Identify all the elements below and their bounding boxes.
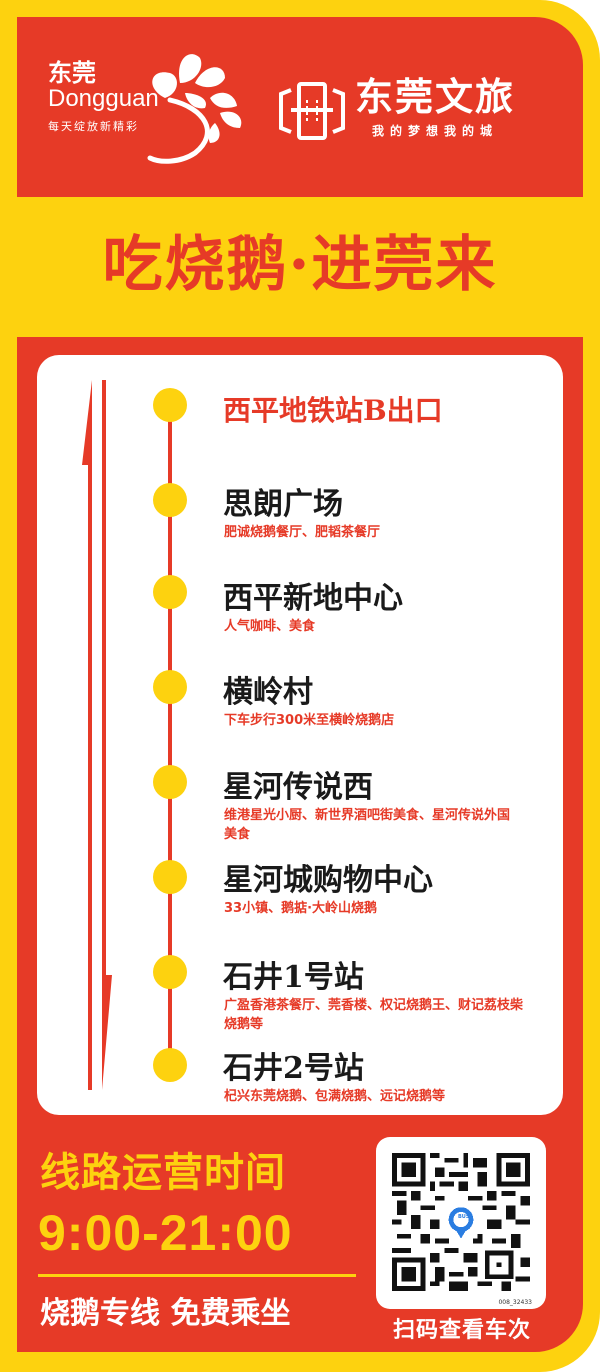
stop-desc: 下车步行300米至横岭烧鹅店 <box>224 713 395 728</box>
route-card: 西平地铁站B出口 思朗广场 肥诚烧鹅餐厅、肥韬茶餐厅 西平新地中心 人气咖啡、美… <box>37 355 563 1115</box>
qr-code-icon[interactable] <box>392 1153 530 1291</box>
qr-id: 008_32433 <box>498 1299 532 1306</box>
stop-desc: 广盈香港茶餐厅、莞香楼、权记烧鹅王、财记荔枝柴烧鹅等 <box>224 998 524 1032</box>
culture-tourism-text: 东莞文旅 我的梦想我的城 <box>355 74 515 139</box>
stop-name: 横岭村 <box>223 675 313 710</box>
flower-logo-icon <box>147 54 242 164</box>
culture-tourism-emblem-icon <box>279 82 345 140</box>
stop-dot <box>153 670 187 704</box>
stop-dot <box>153 860 187 894</box>
footer-divider <box>38 1274 356 1277</box>
stop-desc: 肥诚烧鹅餐厅、肥韬茶餐厅 <box>224 525 381 540</box>
culture-tourism-title: 东莞文旅 <box>355 75 516 119</box>
stop-dot <box>153 1048 187 1082</box>
stop-dot <box>153 483 187 517</box>
logo-en: Dongguan <box>48 85 159 112</box>
stop-name: 星河传说西 <box>223 770 373 805</box>
qr-bus-badge: BUS <box>458 1214 470 1220</box>
header-panel: 东莞 Dongguan 每天绽放新精彩 东莞文旅 <box>17 17 583 197</box>
stop-dot <box>153 765 187 799</box>
operating-hours: 9:00-21:00 <box>38 1205 293 1261</box>
stop-name: 石井1号站 <box>223 960 364 995</box>
stop-name: 思朗广场 <box>223 487 343 522</box>
stop-name: 西平新地中心 <box>223 581 403 616</box>
stop-desc: 33小镇、鹅掂·大岭山烧鹅 <box>224 901 378 916</box>
poster-title: 吃烧鹅·进莞来 <box>102 230 498 300</box>
logo-cn: 东莞 <box>48 59 96 87</box>
free-ride-tagline: 烧鹅专线 免费乘坐 <box>40 1296 291 1331</box>
stop-dot <box>153 955 187 989</box>
route-line <box>168 400 172 1065</box>
stop-name: 石井2号站 <box>223 1051 364 1086</box>
bidirectional-arrow-icon <box>82 380 112 1090</box>
stop-desc: 杞兴东莞烧鹅、包满烧鹅、远记烧鹅等 <box>224 1089 446 1104</box>
scan-label: 扫码查看车次 <box>392 1317 531 1343</box>
dongguan-logo: 东莞 Dongguan 每天绽放新精彩 <box>48 60 159 134</box>
stop-dot <box>153 388 187 422</box>
qr-code-box[interactable]: BUS 008_32433 <box>376 1137 546 1309</box>
logo-slogan: 每天绽放新精彩 <box>48 120 139 133</box>
stop-desc: 维港星光小厨、新世界酒吧街美食、星河传说外国美食 <box>224 808 511 842</box>
stop-name: 西平地铁站B出口 <box>223 394 443 427</box>
hours-label: 线路运营时间 <box>40 1149 286 1196</box>
stop-name: 星河城购物中心 <box>223 863 433 898</box>
culture-tourism-slogan: 我的梦想我的城 <box>372 124 499 138</box>
stop-desc: 人气咖啡、美食 <box>224 619 316 634</box>
stop-dot <box>153 575 187 609</box>
